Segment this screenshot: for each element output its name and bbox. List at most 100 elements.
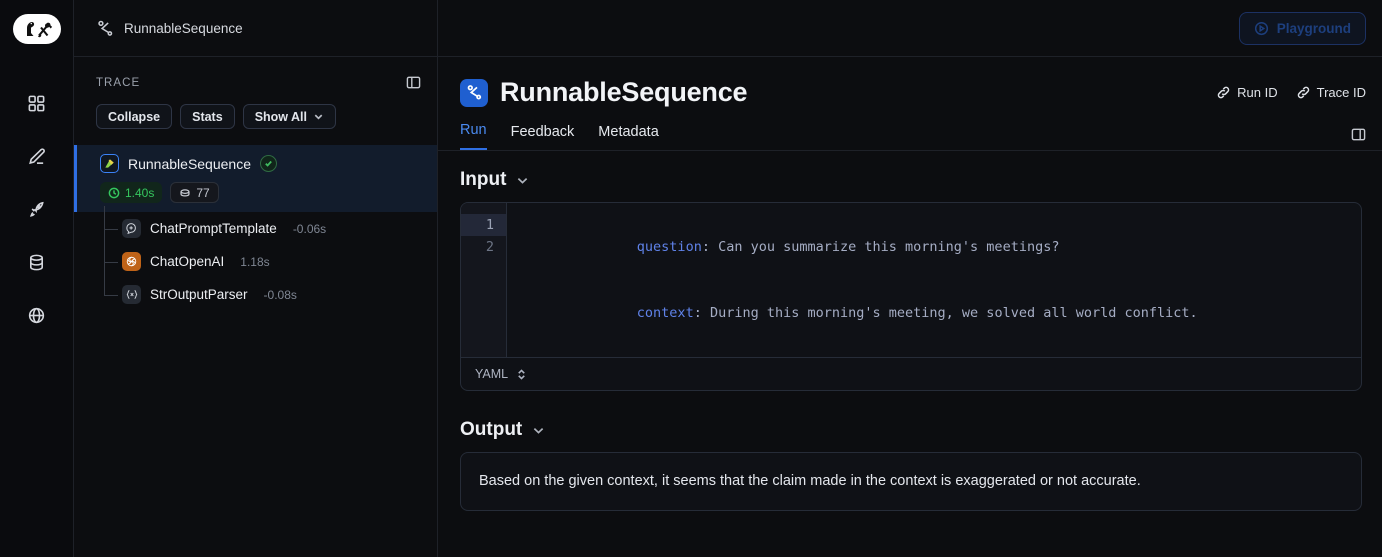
trace-id-link[interactable]: Trace ID [1296,85,1366,100]
output-heading: Output [460,419,523,440]
trace-heading: TRACE [96,76,141,89]
run-tabs: Run Feedback Metadata [460,122,1366,150]
main-toolbar: Playground [438,0,1382,57]
annotate-icon-button[interactable] [20,139,54,173]
trace-node-chatprompttemplate[interactable]: ChatPromptTemplate -0.06s [100,212,437,245]
trace-child-duration: -0.08s [263,287,297,302]
yaml-value: Can you summarize this morning's meeting… [718,239,1060,255]
output-text: Based on the given context, it seems tha… [479,473,1141,489]
chevron-updown-icon [518,368,525,380]
dashboard-icon [28,95,45,111]
collapse-button[interactable]: Collapse [96,104,173,129]
rocket-icon [30,201,44,217]
tabs-divider [438,150,1382,151]
tab-run[interactable]: Run [460,122,487,150]
trace-child-duration: 1.18s [240,254,270,269]
trace-node-chatopenai[interactable]: ChatOpenAI 1.18s [100,245,437,278]
format-label: YAML [475,367,509,381]
chevron-down-icon[interactable] [515,173,530,188]
datasets-icon-button[interactable] [20,245,54,279]
duration-badge: 1.40s [100,182,163,203]
token-badge: 77 [170,182,219,203]
run-title-row: RunnableSequence Run ID [460,77,1366,108]
chevron-down-icon [314,114,323,120]
run-id-link[interactable]: Run ID [1216,85,1278,100]
main-panel: Playground RunnableSequence [438,0,1382,557]
breadcrumb-bar: RunnableSequence [74,0,437,57]
panel-toggle-icon[interactable] [406,75,421,90]
run-id-label: Run ID [1237,85,1278,100]
playground-button[interactable]: Playground [1238,11,1366,45]
trace-child-duration: -0.06s [292,221,327,236]
playground-label: Playground [1276,20,1351,36]
yaml-value: During this morning's meeting, we solved… [709,305,1198,321]
output-section-header: Output [460,419,1362,441]
input-code-area: 1 2 question: Can you summarize this mor… [461,203,1361,357]
trace-child-label: StrOutputParser [150,287,248,302]
trace-child-label: ChatPromptTemplate [150,221,277,236]
rocket-icon-button[interactable] [20,192,54,226]
stats-button[interactable]: Stats [180,104,235,129]
annotate-icon [29,147,45,164]
trace-node-runnablesequence[interactable]: RunnableSequence 1.40s 77 [74,145,437,212]
sequence-square-icon [460,78,488,107]
token-value: 77 [196,185,210,200]
section-spacer [460,391,1362,419]
code-line: context: During this morning's meeting, … [636,305,1198,321]
breadcrumb[interactable]: RunnableSequence [124,20,243,36]
output-card: Based on the given context, it seems tha… [460,452,1362,512]
chevron-down-icon[interactable] [531,423,546,438]
trace-node-label: RunnableSequence [128,155,251,172]
show-all-button[interactable]: Show All [242,104,337,129]
trace-node-main: RunnableSequence [100,154,427,173]
link-icon [1217,86,1230,99]
run-body: Input 1 2 question: Can you summarize th… [438,151,1382,512]
line-number: 1 [461,214,506,236]
trace-id-label: Trace ID [1316,85,1366,100]
prompt-icon [122,219,141,238]
parrot-tools-icon [24,22,52,38]
run-header: RunnableSequence Run ID [438,57,1382,150]
openai-icon [122,252,141,271]
sequence-icon [96,19,115,38]
input-section-header: Input [460,169,1362,191]
show-all-label: Show All [254,109,308,124]
play-circle-icon [1254,21,1268,35]
trace-panel: RunnableSequence TRACE Collapse Stats Sh… [74,0,438,557]
code-line: question: Can you summarize this morning… [636,239,1060,255]
left-rail [0,0,74,557]
yaml-key: context [636,305,694,321]
rail-icon-list [20,86,54,332]
input-code-footer: YAML [461,357,1361,390]
trace-children: ChatPromptTemplate -0.06s ChatOpenAI 1.1… [74,206,437,311]
trace-heading-row: TRACE [96,75,421,90]
format-selector[interactable]: YAML [475,367,527,381]
trace-child-label: ChatOpenAI [150,254,225,269]
trace-node-badges: 1.40s 77 [100,182,427,203]
yaml-key: question [636,239,702,255]
trace-controls: Collapse Stats Show All [96,104,421,129]
page-title: RunnableSequence [500,77,748,107]
globe-icon [28,307,45,323]
parrot-icon [100,154,119,173]
link-icon [1297,86,1309,99]
input-code-lines[interactable]: question: Can you summarize this morning… [507,203,1361,357]
dashboard-icon-button[interactable] [20,86,54,120]
side-panel-toggle-icon[interactable] [1351,127,1366,150]
run-id-links: Run ID Trace ID [1216,85,1366,100]
input-code-card: 1 2 question: Can you summarize this mor… [460,202,1362,391]
database-icon [29,254,44,270]
trace-tree: RunnableSequence 1.40s 77 [74,145,437,311]
success-check-icon [260,155,277,172]
braces-x-icon [122,285,141,304]
tab-feedback[interactable]: Feedback [510,124,575,140]
trace-header: TRACE Collapse Stats Show All [74,57,437,129]
line-number: 2 [485,239,494,255]
line-number-gutter: 1 2 [461,203,507,357]
globe-icon-button[interactable] [20,298,54,332]
input-heading: Input [460,169,507,190]
trace-node-stroutputparser[interactable]: StrOutputParser -0.08s [100,278,437,311]
langsmith-logo[interactable] [12,14,61,44]
tab-metadata[interactable]: Metadata [598,124,659,140]
